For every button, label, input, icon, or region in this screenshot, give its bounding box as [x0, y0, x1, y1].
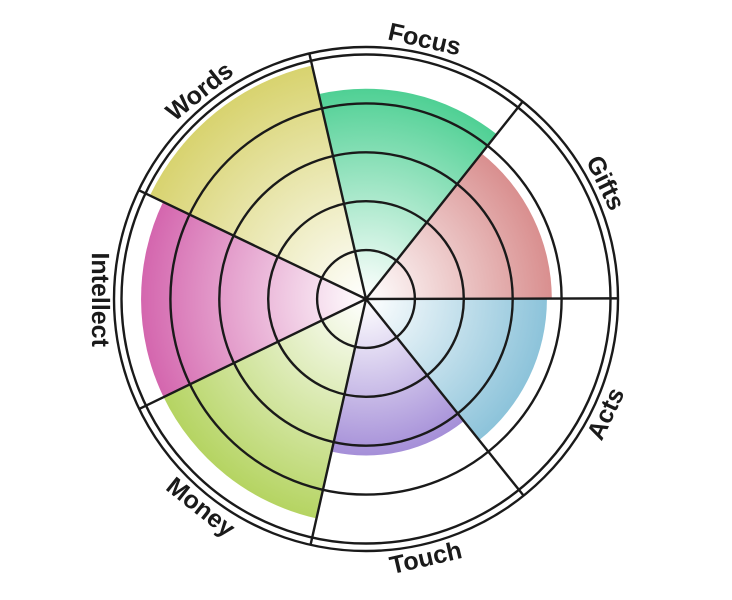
wedge-words	[149, 65, 366, 299]
spoke-7	[138, 189, 367, 301]
wedge-intellect	[141, 201, 366, 398]
category-label-gifts: Gifts	[580, 151, 630, 214]
spoke-4	[365, 298, 525, 497]
spoke-2	[365, 100, 524, 300]
spoke-5	[309, 298, 368, 546]
wedge-acts	[366, 298, 547, 441]
spoke-3	[365, 297, 619, 301]
spoke-6	[138, 297, 367, 410]
category-label-acts: Acts	[582, 383, 631, 444]
wedge-money	[163, 299, 366, 519]
category-label-intellect: Intellect	[86, 252, 114, 347]
category-label-money: Money	[161, 472, 241, 543]
wedge-gifts	[366, 153, 552, 299]
wedge-touch	[331, 299, 464, 456]
category-label-touch: Touch	[387, 536, 465, 580]
spoke-1	[308, 53, 368, 300]
wedge-focus	[318, 88, 497, 299]
